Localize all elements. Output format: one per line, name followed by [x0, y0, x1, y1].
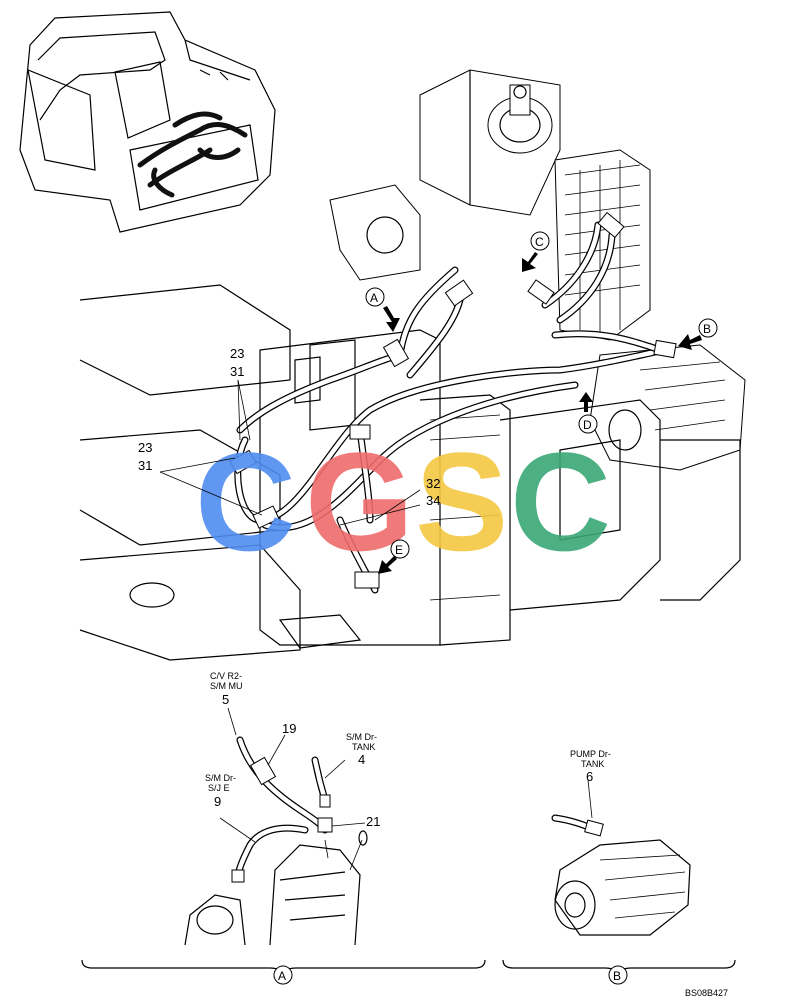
callout-31-upper: 31 [230, 364, 244, 379]
arrow-icon-a [383, 306, 400, 332]
callout-5: 5 [222, 692, 229, 707]
hose-label-9-line1: S/M Dr- [205, 773, 236, 783]
callout-9: 9 [214, 794, 221, 809]
detail-view-b: PUMP Dr- TANK 6 [551, 749, 691, 936]
hose-label-4-line2: TANK [352, 742, 375, 752]
view-marker-c: C [535, 235, 544, 249]
view-marker-e: E [395, 543, 403, 557]
excavator-cab-inset [19, 11, 276, 233]
callout-leaders [159, 379, 421, 526]
callout-23-upper: 23 [230, 346, 244, 361]
watermark-letter-4: C [510, 423, 611, 580]
callout-6: 6 [586, 769, 593, 784]
arrow-icon-c [522, 252, 538, 272]
brace-label-b: B [613, 969, 621, 983]
hose-label-6-line1: PUMP Dr- [570, 749, 611, 759]
arrow-icon-b [678, 334, 702, 350]
watermark-letter-3: S [415, 423, 508, 580]
callout-31-lower: 31 [138, 458, 152, 473]
detail-view-a: C/V R2- S/M MU 5 19 S/M Dr- TANK 4 S/M D… [184, 671, 380, 946]
arrow-icon-d [579, 392, 593, 412]
brace-label-a: A [278, 969, 286, 983]
hose-label-5-line1: C/V R2- [210, 671, 242, 681]
callout-34: 34 [426, 493, 440, 508]
view-marker-d: D [583, 418, 592, 432]
view-marker-b: B [703, 322, 711, 336]
watermark-letter-1: C [195, 423, 296, 580]
figure-code: BS08B427 [685, 988, 728, 998]
callout-23-lower: 23 [138, 440, 152, 455]
callout-numbers: 23 31 23 31 32 34 [138, 346, 440, 508]
view-braces: A B [81, 959, 736, 985]
callout-32: 32 [426, 476, 440, 491]
hose-label-4-line1: S/M Dr- [346, 732, 377, 742]
hose-label-6-line2: TANK [581, 759, 604, 769]
hose-label-5-line2: S/M MU [210, 681, 243, 691]
hose-label-9-line2: S/J E [208, 783, 230, 793]
arrow-icon-e [378, 556, 397, 574]
view-marker-a: A [370, 291, 378, 305]
callout-21: 21 [366, 814, 380, 829]
callout-19: 19 [282, 721, 296, 736]
hoses-main [229, 211, 677, 594]
callout-4: 4 [358, 752, 365, 767]
view-markers: A C B D E [365, 231, 718, 574]
